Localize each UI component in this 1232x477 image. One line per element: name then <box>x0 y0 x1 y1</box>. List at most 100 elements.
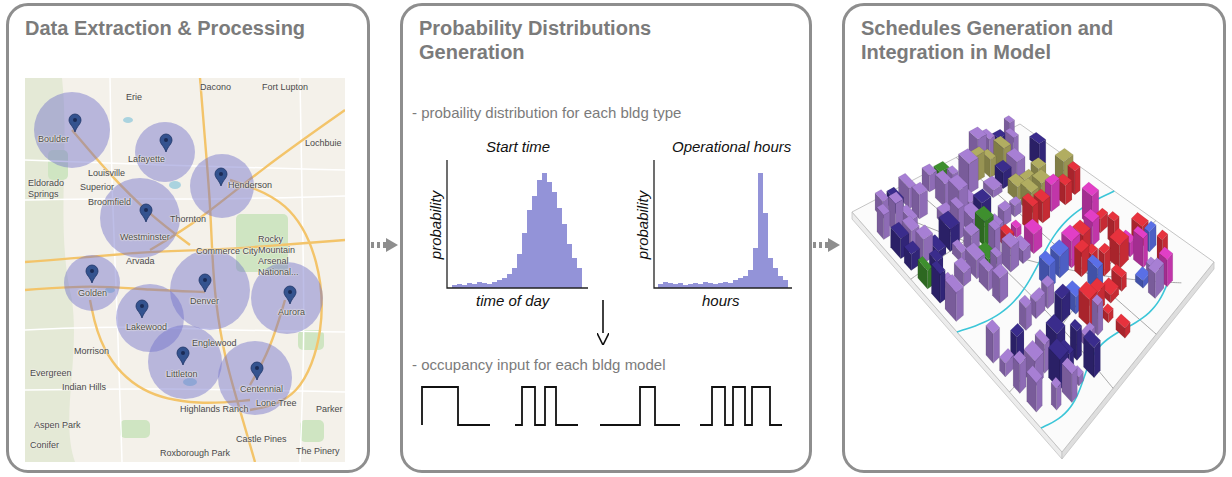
street <box>907 183 1113 388</box>
pin-dot <box>181 351 185 355</box>
hours-bar <box>668 283 673 288</box>
building-roof <box>975 206 993 222</box>
map-pin <box>215 168 227 186</box>
map-pin <box>136 300 148 318</box>
building-roof <box>950 197 964 209</box>
flow-arrow <box>813 242 828 248</box>
building-roof <box>1021 178 1039 193</box>
building-roof <box>1048 338 1068 360</box>
building <box>979 258 994 292</box>
chart-label: time of day <box>476 292 549 310</box>
building-roof <box>1108 211 1119 221</box>
start-time-bar <box>572 258 577 288</box>
building-roof <box>1000 348 1014 363</box>
catchment-circle <box>34 92 110 168</box>
panel-title: Probability Distributions Generation <box>419 16 729 64</box>
building-roof <box>1024 219 1042 235</box>
place-name: Dacono <box>200 82 231 93</box>
building <box>877 204 890 240</box>
place-name: Conifer <box>30 440 59 451</box>
start-time-bar <box>512 268 517 288</box>
building-roof <box>939 211 960 229</box>
hours-bar <box>718 283 723 288</box>
start-time-bar <box>492 282 497 288</box>
street <box>911 163 1075 280</box>
hours-bar <box>753 248 758 288</box>
place-name: Parker <box>316 404 343 415</box>
hours-bar <box>743 276 748 288</box>
place-name: Golden <box>78 288 107 299</box>
building <box>945 274 963 321</box>
building-roof <box>993 136 1010 149</box>
building-roof <box>1024 340 1044 361</box>
building <box>1103 303 1114 323</box>
lake <box>169 181 181 189</box>
start-time-bar <box>467 283 472 288</box>
building-roof <box>1144 221 1156 232</box>
building <box>1051 377 1061 410</box>
building-roof <box>986 319 1000 333</box>
highway <box>25 240 345 262</box>
map-pin <box>140 204 152 222</box>
building-roof <box>1082 182 1099 196</box>
pin-shape <box>199 274 211 292</box>
building-roof <box>945 274 963 293</box>
start-time-bar <box>527 210 532 288</box>
place-name: Louisville <box>88 168 125 179</box>
building <box>1135 267 1150 289</box>
hours-bar <box>783 280 788 288</box>
buildings <box>875 116 1173 413</box>
place-name: Englewood <box>192 338 237 349</box>
building <box>904 241 920 271</box>
hours-bar <box>758 173 763 288</box>
street-map <box>25 78 345 462</box>
start-time-bar <box>477 282 482 288</box>
pin-shape <box>215 168 227 186</box>
start-time-bar <box>542 173 547 288</box>
place-name: Rocky Mountain Arsenal National... <box>258 234 308 278</box>
building-roof <box>891 222 910 239</box>
building-roof <box>1027 366 1043 383</box>
building <box>1001 232 1019 272</box>
minor-road <box>25 196 345 200</box>
pin-shape <box>284 286 296 304</box>
building-roof <box>1088 254 1103 268</box>
building <box>1116 314 1130 338</box>
flow-arrow <box>371 242 386 248</box>
chart-axis <box>654 160 792 288</box>
place-name: Indian Hills <box>62 382 106 393</box>
chart-label: Start time <box>486 138 550 156</box>
start-time-bar <box>557 208 562 288</box>
start-time-bar <box>537 180 542 288</box>
building-roof <box>1055 148 1073 162</box>
building <box>1133 226 1147 268</box>
building-side <box>884 211 890 239</box>
building <box>1148 258 1164 299</box>
map-pin <box>284 286 296 304</box>
start-time-bar <box>507 274 512 288</box>
building-roof <box>904 241 920 255</box>
slab-top <box>852 124 1214 452</box>
building-roof <box>918 256 933 271</box>
building-roof <box>1062 357 1077 374</box>
panel-title: Data Extraction & Processing <box>25 16 365 40</box>
stage-panel: Probability Distributions Generation <box>400 3 812 473</box>
pin-dot <box>144 208 148 212</box>
pin-shape <box>86 265 98 283</box>
start-time-bar <box>547 182 552 288</box>
hours-bar <box>693 283 698 288</box>
map-pin <box>177 347 189 365</box>
building-roof <box>1035 329 1050 345</box>
place-name: Roxborough Park <box>160 448 230 459</box>
building-side <box>1098 300 1103 335</box>
place-name: Erie <box>126 92 142 103</box>
building-roof <box>916 225 933 240</box>
building <box>1030 287 1045 319</box>
building <box>1074 239 1089 277</box>
axis-label: probability <box>634 191 652 259</box>
park-area <box>300 420 324 442</box>
building <box>992 263 1008 303</box>
down-arrow <box>602 300 604 333</box>
hours-bar <box>728 283 733 288</box>
hours-bar <box>663 282 668 288</box>
